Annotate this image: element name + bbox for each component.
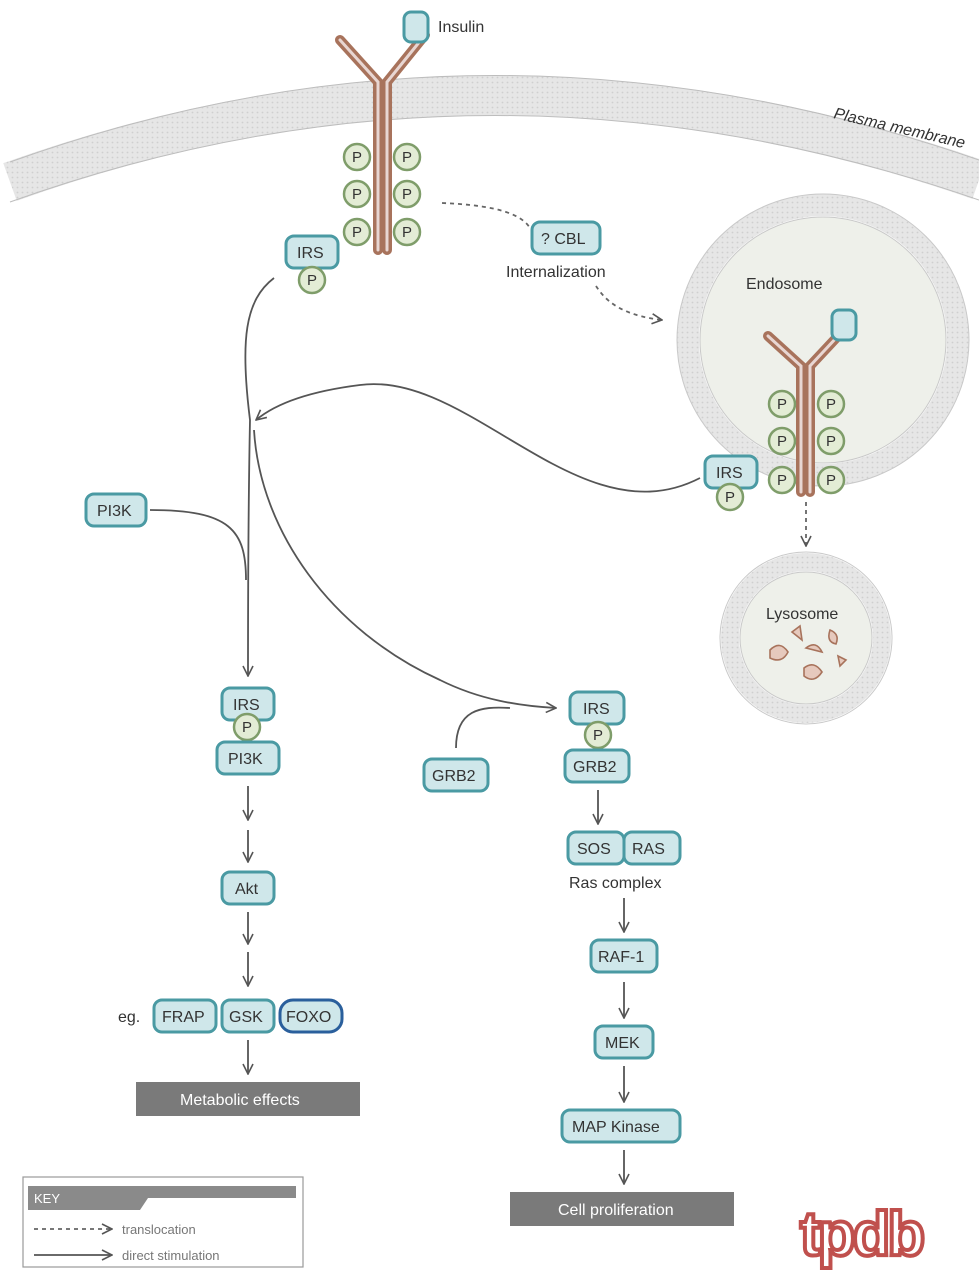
metabolic-effects-label: Metabolic effects — [180, 1092, 300, 1109]
internalization-label: Internalization — [506, 264, 606, 281]
legend-translocation: translocation — [122, 1222, 196, 1237]
svg-text:P: P — [307, 272, 317, 289]
svg-text:P: P — [402, 224, 412, 241]
svg-text:P: P — [826, 472, 836, 489]
svg-text:IRS: IRS — [297, 245, 324, 262]
svg-text:MAP Kinase: MAP Kinase — [572, 1119, 660, 1136]
svg-text:P: P — [352, 186, 362, 203]
svg-text:P: P — [242, 719, 252, 736]
lysosome-label: Lysosome — [766, 606, 838, 623]
svg-text:P: P — [826, 396, 836, 413]
svg-text:P: P — [725, 489, 735, 506]
ras-complex-label: Ras complex — [569, 875, 661, 892]
plasma-membrane — [10, 95, 979, 182]
svg-text:PI3K: PI3K — [228, 751, 263, 768]
cell-proliferation-label: Cell proliferation — [558, 1202, 674, 1219]
svg-text:P: P — [593, 727, 603, 744]
legend-direct-stimulation: direct stimulation — [122, 1248, 220, 1263]
endosome-insulin — [832, 310, 856, 340]
svg-text:FRAP: FRAP — [162, 1009, 205, 1026]
svg-text:GSK: GSK — [229, 1009, 263, 1026]
tpdb-logo: tpdb — [800, 1200, 923, 1269]
svg-text:RAF-1: RAF-1 — [598, 949, 644, 966]
svg-text:IRS: IRS — [716, 465, 743, 482]
svg-text:GRB2: GRB2 — [573, 759, 617, 776]
svg-text:Akt: Akt — [235, 881, 259, 898]
svg-text:MEK: MEK — [605, 1035, 640, 1052]
svg-text:IRS: IRS — [583, 701, 610, 718]
svg-text:P: P — [777, 433, 787, 450]
svg-text:PI3K: PI3K — [97, 503, 132, 520]
legend-key: KEY translocation direct stimulation — [23, 1177, 303, 1267]
eg-label: eg. — [118, 1009, 140, 1026]
insulin-label: Insulin — [438, 19, 484, 36]
endosome-label: Endosome — [746, 276, 823, 293]
svg-text:P: P — [777, 396, 787, 413]
insulin-receptor — [340, 35, 425, 250]
svg-text:P: P — [777, 472, 787, 489]
svg-text:IRS: IRS — [233, 697, 260, 714]
svg-text:GRB2: GRB2 — [432, 768, 476, 785]
svg-text:P: P — [352, 149, 362, 166]
svg-text:P: P — [352, 224, 362, 241]
svg-text:P: P — [402, 149, 412, 166]
svg-text:? CBL: ? CBL — [541, 231, 586, 248]
svg-text:FOXO: FOXO — [286, 1009, 331, 1026]
svg-text:P: P — [402, 186, 412, 203]
legend-title: KEY — [34, 1191, 60, 1206]
svg-text:SOS: SOS — [577, 841, 611, 858]
svg-text:P: P — [826, 433, 836, 450]
insulin-molecule — [404, 12, 428, 42]
svg-text:RAS: RAS — [632, 841, 665, 858]
